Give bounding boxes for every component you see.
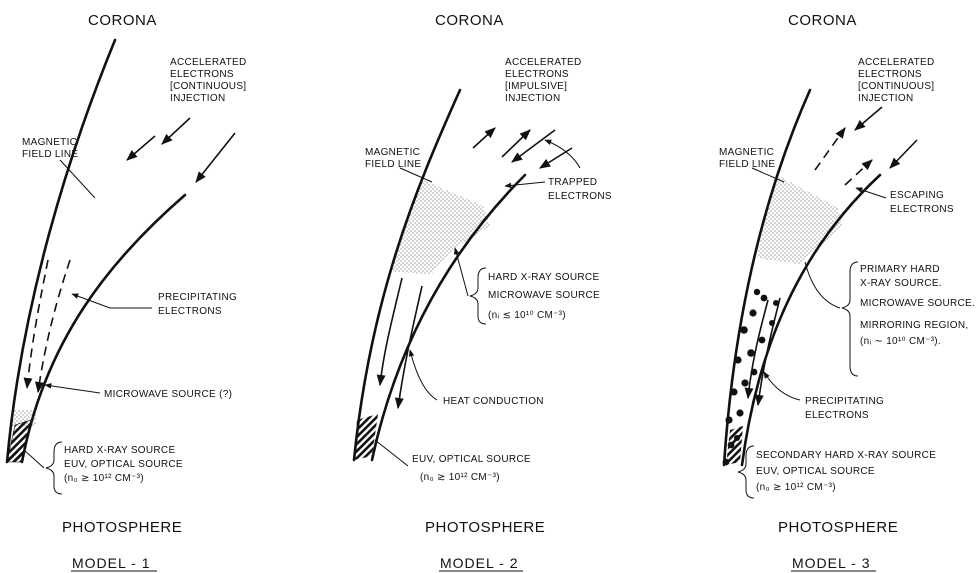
model-1-title: MODEL - 1 [72,555,151,571]
model-3-source-upper-pointer [805,262,840,308]
model-1-source-pointer [24,450,44,468]
model-2-injection-arrow [512,130,555,162]
model-1-field-line-right [22,195,185,462]
model-1-photosphere-label: PHOTOSPHERE [62,519,182,536]
model-1-field-line-left [7,40,115,462]
model-3-title: MODEL - 3 [792,555,871,571]
model-2-source-upper-pointer [455,248,468,296]
model-2-photosphere-label: PHOTOSPHERE [425,519,545,536]
model-3-euv-optical-region [726,426,743,465]
model-3-precipitating-pointer [764,372,800,400]
model-1-injection-arrow [162,118,190,144]
model-1-injection-arrow [196,133,235,182]
model-3-escaping-arrow [845,160,872,185]
model-2-source-lower-label: EUV, OPTICAL SOURCE(n₀ ≳ 10¹² CM⁻³) [412,454,531,483]
model-3-corona-label: CORONA [788,12,857,29]
model-3-photosphere-label: PHOTOSPHERE [778,519,898,536]
model-3-mirroring-region [757,175,842,264]
model-1-corona-label: CORONA [88,12,157,29]
model-2-source-lower-pointer [375,440,408,466]
model-1-microwave-label: MICROWAVE SOURCE (?) [104,389,232,400]
model-3-injection-arrow [855,107,882,130]
model-2-injection-arrow [540,148,572,168]
model-2-injection-arrow [502,130,530,157]
model-1-microwave-region [12,410,36,426]
model-1-microwave-pointer [45,385,100,393]
model-2-heat-conduction-arrow [398,286,422,408]
model-2-injection-arrow [473,128,495,148]
model-2-trapped-pointer [505,182,545,186]
model-2-trapped-region [392,180,490,274]
model-2-heat-conduction-label: HEAT CONDUCTION [443,396,544,407]
model-1-source-brace [46,442,62,494]
model-3-source-upper-brace [842,262,858,376]
model-1-precipitating-arrow [38,260,70,392]
model-2-corona-label: CORONA [435,12,504,29]
model-2-heat-conduction-pointer [410,350,437,400]
model-1-injection-arrow [127,136,155,160]
model-3-escaping-arrow [815,128,845,170]
model-2-title: MODEL - 2 [440,555,519,571]
model-3-injection-arrow [890,140,917,168]
model-2-source-upper-brace [470,268,486,324]
